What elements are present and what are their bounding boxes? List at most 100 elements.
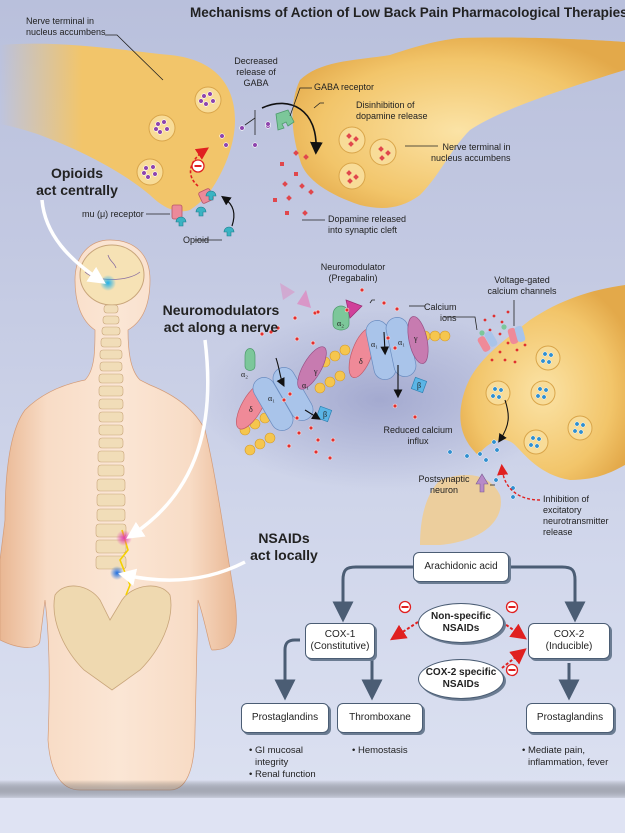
prostaglandins-cox1-effects: • GI mucosal integrity • Renal function [249,745,316,781]
effect-mediate-pain: • Mediate pain, [522,745,586,756]
right-terminal-label-line2: nucleus accumbens [431,153,511,163]
calcium-ions-line1: Calcium [424,302,457,312]
arachidonic-acid-box: Arachidonic acid [413,552,509,582]
opioid-molecule-icon [175,190,235,237]
decreased-gaba-line1: Decreased [234,56,278,66]
voltage-gated-line1: Voltage-gated [494,275,550,285]
decreased-gaba-label: Decreased release of GABA [225,56,287,89]
nonspecific-nsaids-ellipse: Non-specific NSAIDs [418,603,504,643]
calcium-ions [259,287,418,461]
inhibition-excitatory-line2: excitatory [543,505,582,515]
inhibition-excitatory-line3: neurotransmitter [543,516,609,526]
spine-icon [95,304,127,570]
nsaids-label-line1: NSAIDs [258,530,310,546]
thromboxane-box: Thromboxane [337,703,423,733]
dopamine-released-label: Dopamine released into synaptic cleft [328,214,406,236]
gamma-right: γ [414,334,418,343]
decreased-gaba-line3: GABA [243,78,269,88]
inhibition-excitatory-line4: release [543,527,573,537]
alpha1-left-a: α₁ [268,394,275,403]
mu-receptor-label: mu (μ) receptor [82,209,144,219]
disinhibition-line1: Disinhibition of [356,100,415,110]
delta-right: δ [359,357,363,366]
postsynaptic-neuron [420,475,501,545]
right-terminal-label-line1: Nerve terminal in [442,142,511,152]
opioids-label-line1: Opioids [50,165,104,181]
calcium-ions-line2: ions [440,313,457,323]
cox2specific-line2: NSAIDs [442,679,480,690]
voltage-gated-line2: calcium channels [487,286,557,296]
nsaid-inhibition-symbols [398,600,519,677]
cox2-specific-nsaids-ellipse: COX-2 specific NSAIDs [418,659,504,699]
nsaids-label: NSAIDs act locally [244,530,324,564]
calcium-ions-label: Calcium ions [424,302,457,324]
left-nerve-terminal [0,43,271,212]
beta-right: β [417,381,422,390]
reduced-calcium-line2: influx [407,436,429,446]
inhibition-excitatory-label: Inhibition of excitatory neurotransmitte… [543,494,609,538]
postsynaptic-line2: neuron [429,485,459,495]
page-title: Mechanisms of Action of Low Back Pain Ph… [190,5,625,20]
dopamine-released-line2: into synaptic cleft [328,225,398,235]
nsaids-label-line2: act locally [250,547,318,563]
postsynaptic-label: Postsynaptic neuron [414,474,474,496]
inhibition-arrow-gaba [189,147,209,187]
inhibition-arrow-excitatory [497,463,541,501]
reduced-calcium-line1: Reduced calcium [383,425,453,435]
left-terminal-label-line1: Nerve terminal in [26,16,95,26]
gaba-receptor-icon [275,109,295,131]
nonspecific-line2: NSAIDs [442,623,480,634]
opioids-label-line2: act centrally [36,182,118,198]
voltage-gated-channels-icon [477,324,526,352]
calcium-channel-right [280,283,429,394]
effect-renal-function: • Renal function [249,769,316,780]
cox2-box: COX-2 (Inducible) [528,623,610,659]
alpha1-right-b: α₁ [398,338,405,347]
left-terminal-label-line2: nucleus accumbens [26,27,106,37]
left-terminal-label: Nerve terminal in nucleus accumbens [26,16,106,38]
cox1-box: COX-1 (Constitutive) [305,623,375,659]
cox1-subtitle: (Constitutive) [310,641,370,652]
bottom-band [0,798,625,833]
disinhibition-line2: dopamine release [356,111,428,121]
right-nerve-terminal [265,37,625,216]
voltage-gated-label: Voltage-gated calcium channels [477,275,567,297]
effect-gi-mucosal: • GI mucosal [249,745,304,756]
effect-inflammation-fever: inflammation, fever [528,757,609,768]
dopamine-released-line1: Dopamine released [328,214,407,224]
postsynaptic-line1: Postsynaptic [418,474,470,484]
cox2-title: COX-2 [553,629,585,640]
cox2-subtitle: (Inducible) [545,641,593,652]
cox2specific-line1: COX-2 specific [425,667,497,678]
opioid-receptors [171,102,323,237]
alpha1-left-b: α₁ [302,381,309,390]
alpha2-right-label: α₂ [337,319,344,328]
neuromodulators-label-line2: act along a nerve [163,319,279,335]
disinhibition-label: Disinhibition of dopamine release [356,100,428,122]
reduced-calcium-label: Reduced calcium influx [378,425,458,447]
pelvis-icon [53,585,172,691]
prostaglandins-cox2-box: Prostaglandins [526,703,614,733]
prostaglandins-cox1-box: Prostaglandins [241,703,329,733]
gamma-left: γ [314,367,318,376]
nonspecific-line1: Non-specific [430,611,491,622]
neuromodulator-line1: Neuromodulator [320,262,386,272]
inhibition-excitatory-line1: Inhibition of [543,494,590,504]
decreased-gaba-line2: release of [236,67,276,77]
presynaptic-terminal [420,285,625,545]
disinhibition-arrow [261,102,323,155]
beta-left: β [323,410,328,419]
opioids-label: Opioids act centrally [22,165,132,199]
neuromodulator-line2: (Pregabalin) [328,273,378,283]
neuromodulator-label: Neuromodulator (Pregabalin) [313,262,393,284]
inhibition-arrows-nsaids [389,621,527,669]
pointer-arrows [40,199,246,586]
effect-hemostasis: • Hemostasis [352,745,408,756]
alpha1-right-a: α₁ [371,340,378,349]
thromboxane-effects: • Hemostasis [352,745,408,757]
right-terminal-label: Nerve terminal in nucleus accumbens [431,142,511,164]
effect-integrity: integrity [255,757,289,768]
neuromodulators-label-line1: Neuromodulators [162,302,280,318]
prostaglandins-cox2-effects: • Mediate pain, inflammation, fever [522,745,608,769]
